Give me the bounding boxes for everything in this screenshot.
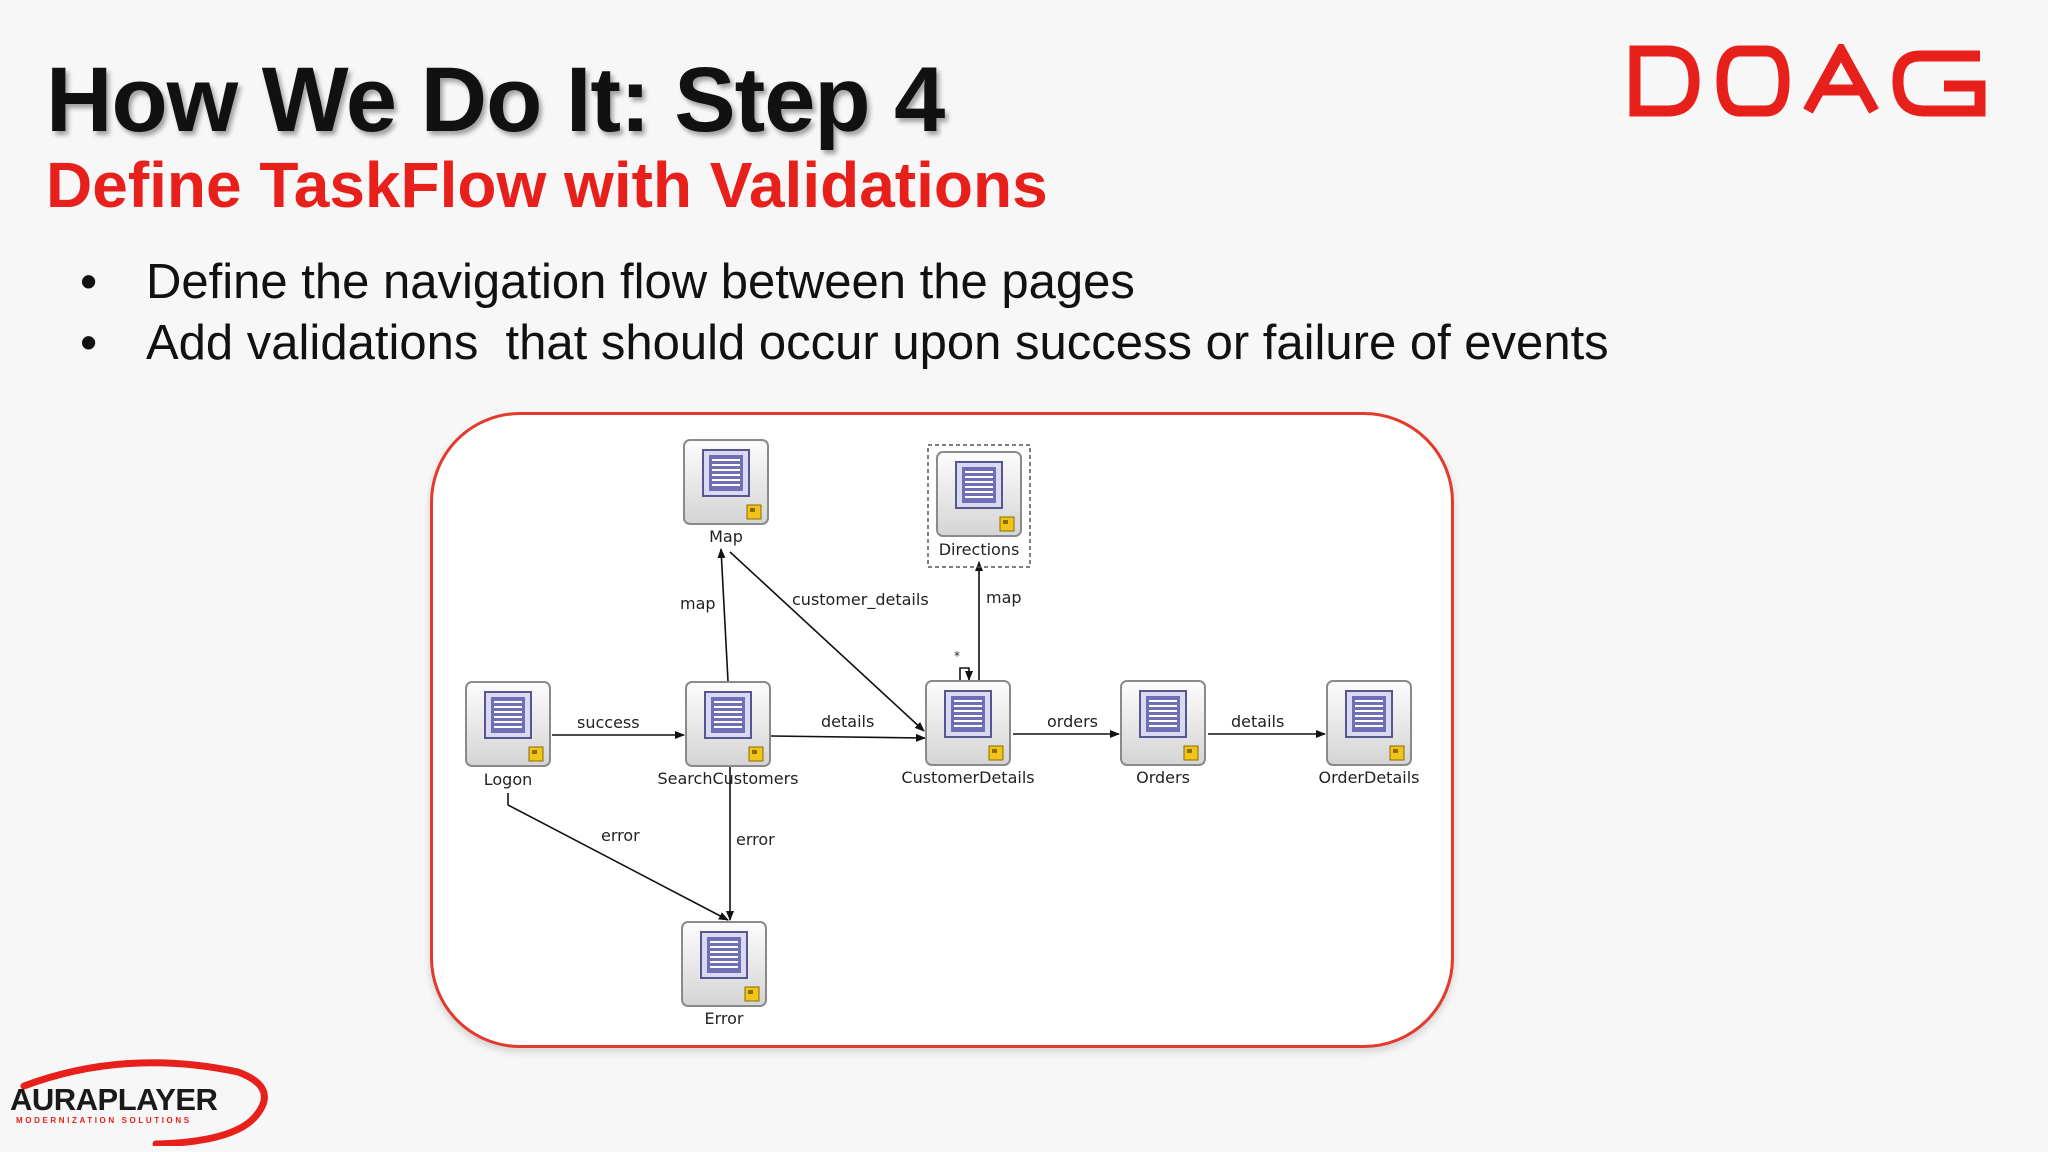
node-orders[interactable]: Orders	[1120, 680, 1206, 787]
node-label: Map	[709, 527, 743, 546]
edge-label-map: map	[986, 588, 1022, 607]
edge-search-map	[717, 548, 729, 682]
node-label: SearchCustomers	[657, 769, 798, 788]
node-customer-details[interactable]: CustomerDetails	[901, 680, 1035, 787]
edge-label-orders: orders	[1047, 712, 1098, 731]
edge-label-customer-details: customer_details	[792, 590, 929, 610]
node-directions[interactable]: Directions	[927, 444, 1031, 568]
node-order-details[interactable]: OrderDetails	[1319, 680, 1420, 787]
bullet-text: Define the navigation flow between the p…	[146, 255, 1135, 309]
slide-subtitle: Define TaskFlow with Validations	[46, 149, 1048, 221]
bullet-text: Add validations that should occur upon s…	[146, 316, 1609, 370]
auraplayer-tagline: MODERNIZATION SOLUTIONS	[16, 1116, 192, 1125]
edge-label-wildcard: *	[954, 649, 960, 663]
node-label: Directions	[939, 540, 1020, 559]
edge-label-details: details	[821, 712, 874, 731]
bullet-item: •Define the navigation flow between the …	[80, 255, 1135, 309]
doag-logo	[1629, 44, 1986, 117]
node-label: Error	[705, 1009, 744, 1028]
edge-search-details	[770, 733, 926, 742]
edge-map-customer-details	[729, 551, 925, 732]
taskflow-diagram: success details orders details map custo…	[465, 439, 1420, 1028]
taskflow-diagram-frame: success details orders details map custo…	[430, 412, 1454, 1048]
bullet-item: •Add validations that should occur upon …	[80, 316, 1609, 370]
edge-label-error: error	[736, 830, 775, 849]
edge-label-error: error	[601, 826, 640, 845]
auraplayer-wordmark: AURAPLAYER	[10, 1082, 218, 1117]
bullet-list: •Define the navigation flow between the …	[80, 252, 1609, 374]
slide-title: How We Do It: Step 4	[46, 49, 945, 151]
edge-label-map: map	[680, 594, 716, 613]
node-map[interactable]: Map	[683, 439, 769, 546]
auraplayer-logo: AURAPLAYER MODERNIZATION SOLUTIONS	[10, 1059, 268, 1146]
node-label: OrderDetails	[1319, 768, 1420, 787]
edge-logon-error-diag	[507, 804, 729, 921]
node-label: CustomerDetails	[901, 768, 1034, 787]
node-label: Orders	[1136, 768, 1190, 787]
edge-wildcard-self	[959, 667, 973, 681]
edge-label-details: details	[1231, 712, 1284, 731]
node-error[interactable]: Error	[681, 921, 767, 1028]
node-label: Logon	[484, 770, 533, 789]
node-logon[interactable]: Logon	[465, 681, 551, 789]
node-search-customers[interactable]: SearchCustomers	[657, 681, 799, 788]
edge-label-success: success	[577, 713, 640, 732]
